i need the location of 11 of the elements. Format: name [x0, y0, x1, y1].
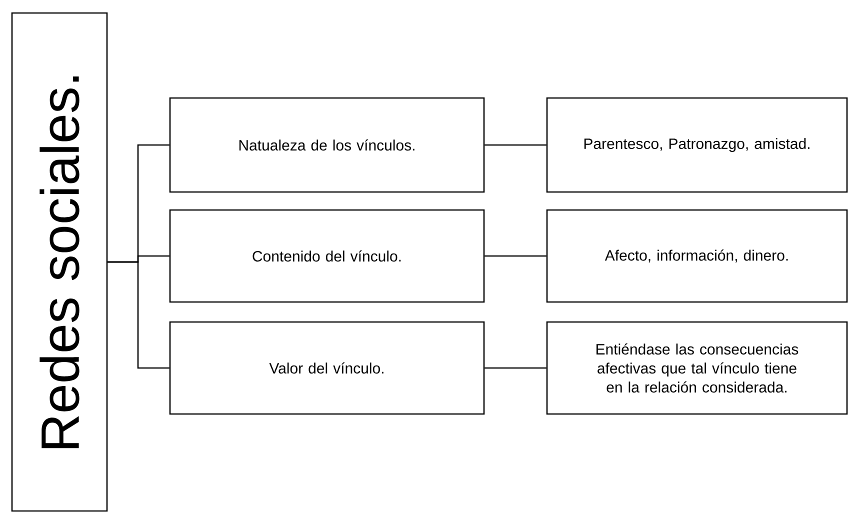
category-box: Natualeza de los vínculos. — [169, 97, 485, 193]
connector-line — [484, 255, 546, 257]
description-box: Parentesco, Patronazgo, amistad. — [546, 97, 848, 193]
connector-line — [108, 261, 170, 369]
category-box: Contenido del vínculo. — [169, 209, 485, 303]
title-box: Redes sociales. — [11, 12, 108, 512]
category-box: Valor del vínculo. — [169, 321, 485, 415]
connector-line — [484, 144, 546, 146]
connector-line — [484, 367, 546, 369]
description-box: Afecto, información, dinero. — [546, 209, 848, 303]
description-box: Entiéndase las consecuencias afectivas que tal vínculo tiene en la relación considerada. — [546, 321, 848, 415]
